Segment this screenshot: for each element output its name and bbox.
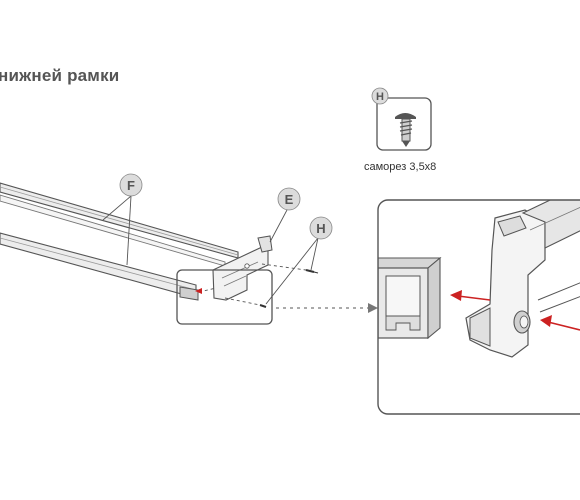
screw-icon [395,113,416,147]
small-screw-icon [259,304,267,308]
callout-h-letter: H [316,221,325,236]
screw-part-card: H [371,87,432,151]
callout-e: E [269,187,301,243]
red-arrow-icon [450,290,491,301]
end-bracket [212,235,273,301]
connector-arrow-icon [368,303,378,313]
callout-f-letter: F [127,178,135,193]
callout-f: F [102,173,143,266]
screw-caption: саморез 3,5х8 [364,161,437,173]
callout-e-letter: E [285,192,294,207]
small-screw-icon [305,269,319,274]
lower-rail [0,232,199,301]
callout-h: H [265,216,333,305]
red-arrow-icon [195,288,202,294]
section-title: нижней рамки [0,66,120,85]
zoomed-detail-view [377,199,580,415]
bracket-closeup [465,200,580,358]
red-arrow-icon [540,315,580,331]
square-tube-profile [378,256,442,340]
detail-highlight-box [176,269,273,325]
part-card-letter: H [376,91,384,103]
